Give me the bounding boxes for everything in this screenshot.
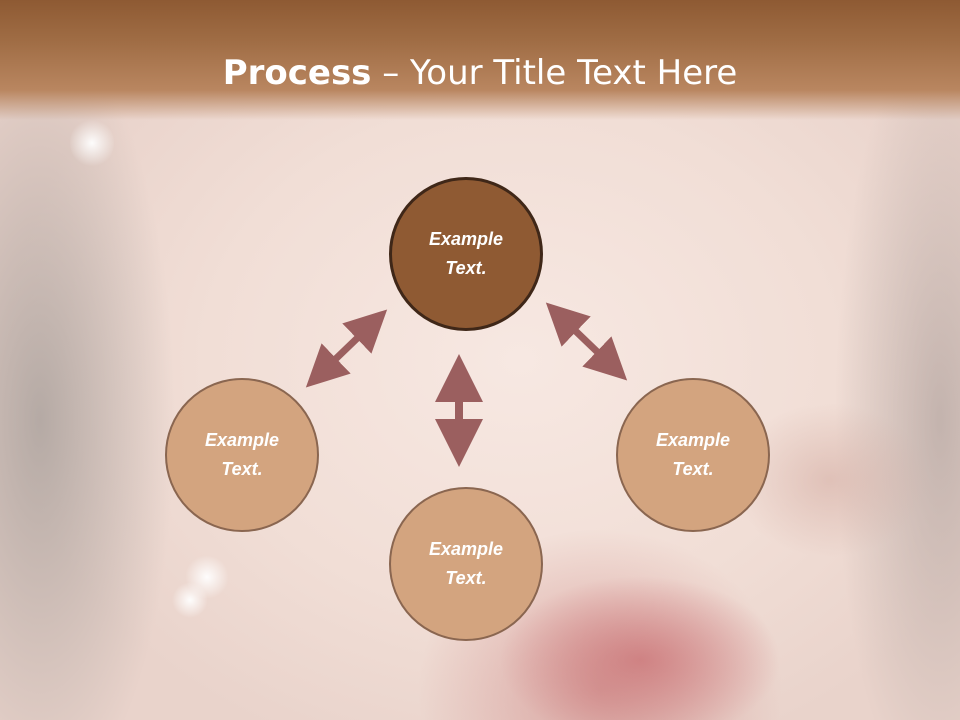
title-bar [0,0,960,120]
arrow-top-left [305,309,388,388]
arrow-top-right [545,302,628,381]
node-label-line1: Example [428,539,504,559]
bokeh-light [172,582,208,618]
node-label-line2: Text. [221,459,263,479]
node-label-line2: Text. [445,568,487,588]
node-label-line1: Example [428,229,504,249]
process-node-left[interactable]: Example Text. [165,378,319,532]
process-node-bottom[interactable]: Example Text. [389,487,543,641]
page-title: Process – Your Title Text Here [0,50,960,96]
title-rest: – Your Title Text Here [371,53,738,93]
node-label-line2: Text. [445,258,487,278]
process-node-top[interactable]: Example Text. [389,177,543,331]
process-node-right[interactable]: Example Text. [616,378,770,532]
bokeh-light [70,118,114,168]
title-bold: Process [222,53,372,93]
node-label-line1: Example [655,430,731,450]
node-label-line1: Example [204,430,280,450]
node-label-line2: Text. [672,459,714,479]
